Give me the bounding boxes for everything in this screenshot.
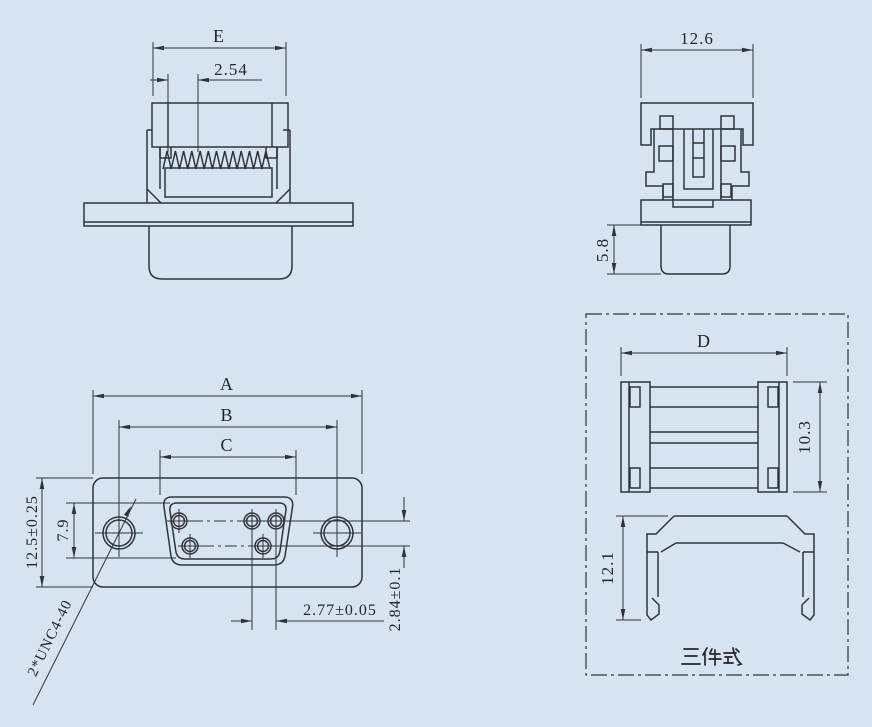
dim-a: A	[92, 374, 363, 474]
dim-label-d: D	[697, 331, 711, 351]
dim-label-c: C	[220, 435, 233, 455]
base-recess	[672, 200, 714, 208]
dim-e: E	[152, 26, 287, 96]
thread-note-label: 2*UNC4-40	[25, 597, 76, 679]
dim-label-a: A	[220, 374, 234, 394]
idc-teeth	[162, 150, 271, 170]
face-view: A B C 12.5±0.25 7.9	[24, 374, 410, 706]
dim-label-opening-height: 7.9	[55, 519, 72, 542]
dim-c: C	[159, 435, 297, 495]
side-view: 12.6 5.8	[593, 29, 754, 275]
dim-label-cover-height: 12.1	[598, 551, 617, 585]
dim-pitch: 2.54	[150, 60, 262, 152]
front-view: E 2.54	[83, 26, 354, 280]
latch-notch-right-upper	[720, 145, 736, 162]
dim-tail-height: 5.8	[593, 224, 661, 275]
insulator-body	[164, 167, 273, 198]
three-piece-view: D 10.3 12.1	[585, 313, 849, 676]
dim-label-row-offset: 2.84±0.1	[387, 567, 404, 632]
d-opening-outer	[163, 496, 294, 566]
latch-notch-right-lower	[720, 183, 732, 198]
front-lower-shell	[148, 226, 293, 280]
dim-side-width: 12.6	[640, 29, 754, 98]
pin-row-centerlines	[191, 520, 251, 547]
dim-label-b: B	[220, 405, 233, 425]
dim-cover-height: 12.1	[598, 515, 668, 621]
d-opening-inner	[169, 502, 287, 560]
phantom-border	[585, 313, 849, 676]
cap-end-tabs	[167, 103, 273, 147]
dim-label-pin-pitch: 2.77±0.05	[303, 602, 377, 619]
dim-label-bracket-height: 10.3	[795, 420, 814, 454]
caption-glyph-strokes	[681, 647, 743, 666]
dim-flange-height: 12.5±0.25	[24, 477, 93, 588]
dim-label-e: E	[213, 26, 225, 46]
pins	[167, 509, 288, 558]
center-channel	[683, 129, 714, 190]
bracket-piece	[620, 381, 788, 493]
shell-inner-edges	[146, 147, 291, 204]
caption-text: 三件式	[680, 644, 743, 667]
side-flange	[640, 199, 752, 226]
cover-piece	[646, 515, 815, 622]
dim-pin-pitch: 2.77±0.05	[231, 509, 384, 630]
cap-outline	[151, 102, 289, 148]
row-extension-lines	[275, 520, 410, 547]
front-flange	[83, 202, 354, 227]
dim-label-flange-height: 12.5±0.25	[24, 495, 41, 569]
latch-notch-left-upper	[658, 145, 674, 162]
dim-row-offset: 2.84±0.1	[387, 497, 407, 632]
dim-opening-height: 7.9	[55, 502, 176, 559]
shell-ears	[146, 129, 291, 203]
dim-b: B	[118, 405, 338, 557]
latch-tab-left	[659, 115, 674, 130]
face-flange	[92, 477, 363, 588]
three-piece-caption: 三件式	[680, 644, 743, 667]
side-tail	[660, 225, 731, 275]
dim-label-side-width: 12.6	[680, 29, 714, 48]
dim-d: D	[620, 331, 788, 376]
latch-notch-left-lower	[662, 183, 674, 198]
side-cap-outline	[640, 102, 754, 146]
dim-label-tail-height: 5.8	[593, 238, 612, 262]
latch-tab-right	[720, 115, 735, 130]
dim-bracket-height: 10.3	[793, 381, 827, 493]
dim-label-pitch: 2.54	[214, 60, 248, 79]
